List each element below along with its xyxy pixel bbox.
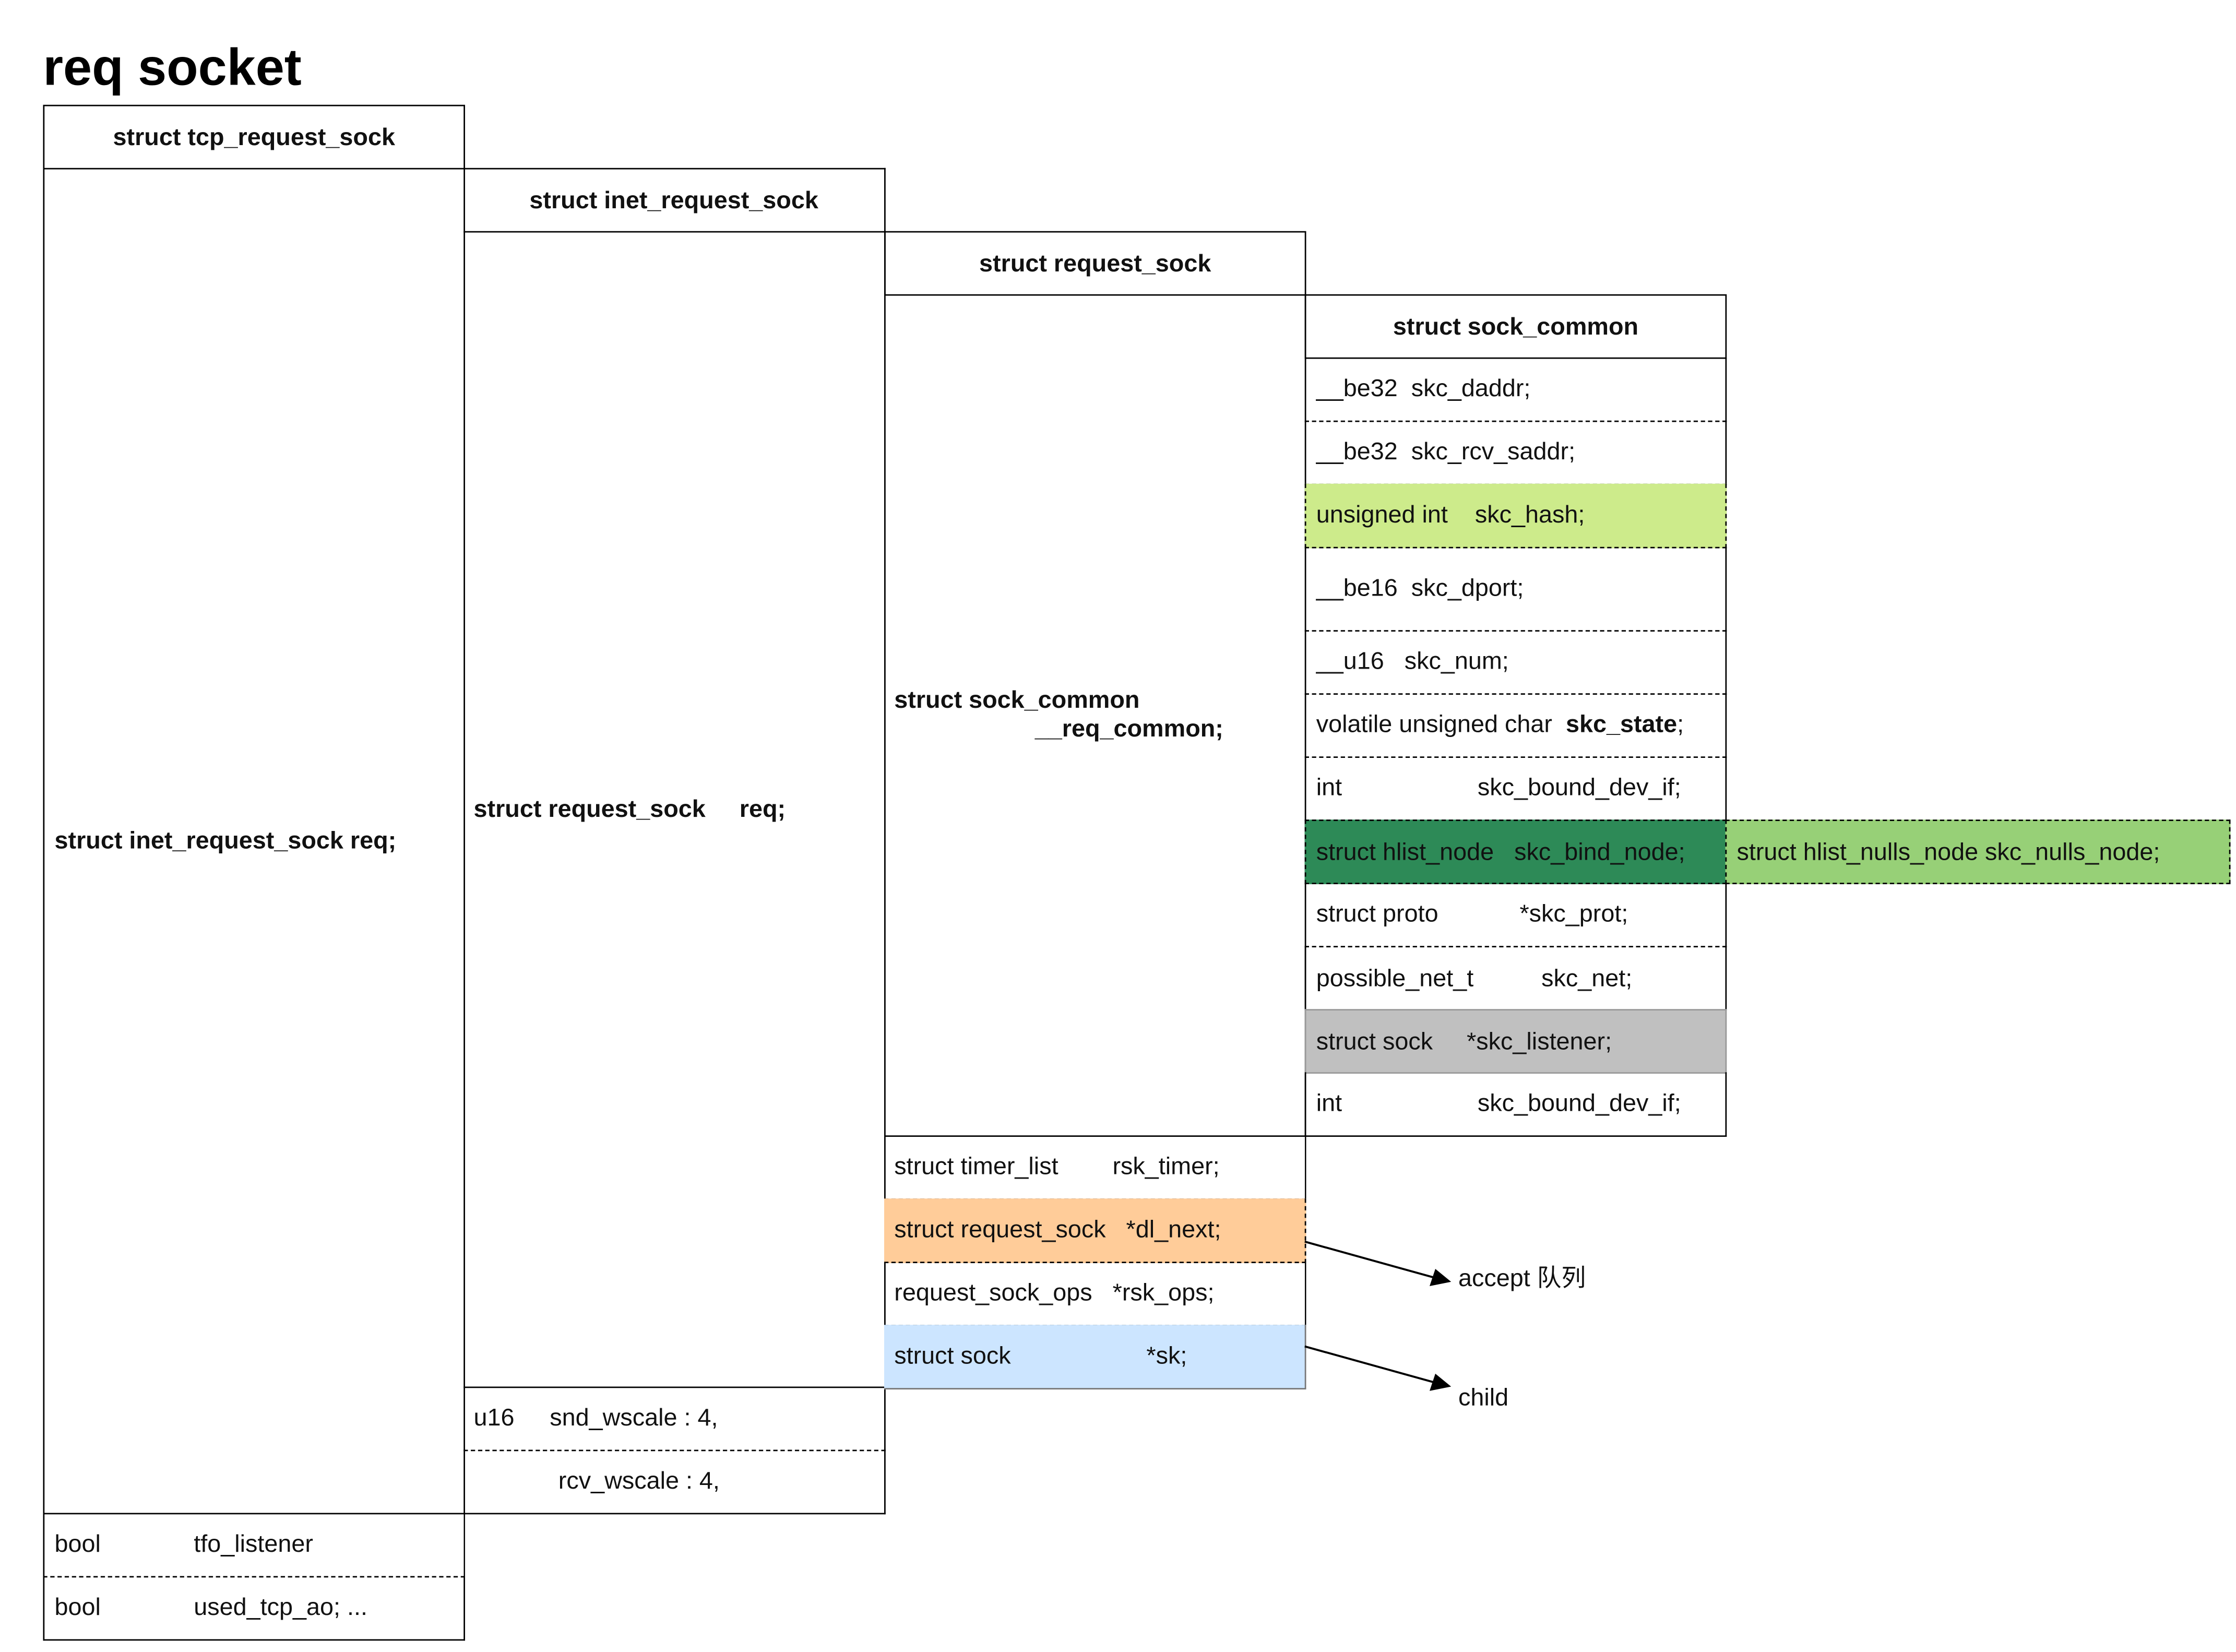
req-common-type: struct sock_common bbox=[894, 686, 1140, 714]
sock-common-skc-dport-field: __be16 skc_dport; bbox=[1304, 546, 1727, 632]
sock-common-skc-hash-field: unsigned int skc_hash; bbox=[1304, 483, 1727, 549]
request-sock-sk-field: struct sock *sk; bbox=[884, 1325, 1306, 1389]
accept-queue-label: accept 队列 bbox=[1458, 1264, 1586, 1292]
inet-request-sock-title: struct inet_request_sock bbox=[463, 168, 886, 233]
inet-request-sock-rcv-wscale-field: rcv_wscale : 4, bbox=[463, 1449, 886, 1515]
tcp-request-sock-tfo-listener-field: bool tfo_listener bbox=[43, 1513, 465, 1578]
sock-common-skc-rcv-saddr-field: __be32 skc_rcv_saddr; bbox=[1304, 420, 1727, 485]
inet-request-sock-req-field: struct request_sock req; bbox=[463, 231, 886, 1388]
child-label: child bbox=[1458, 1384, 1509, 1411]
snd-wscale-type: u16 bbox=[473, 1404, 515, 1431]
tcp-request-sock-used-tcp-ao-field: bool used_tcp_ao; ... bbox=[43, 1576, 465, 1641]
sock-common-skc-listener-field: struct sock *skc_listener; bbox=[1304, 1009, 1727, 1074]
request-sock-rsk-ops-field: request_sock_ops *rsk_ops; bbox=[884, 1262, 1306, 1326]
snd-wscale-name: snd_wscale : 4, bbox=[550, 1404, 718, 1431]
sock-common-skc-nulls-node-field: struct hlist_nulls_node skc_nulls_node; bbox=[1725, 819, 2231, 884]
tcp-request-sock-req-field: struct inet_request_sock req; bbox=[43, 168, 465, 1515]
sock-common-skc-state-field: volatile unsigned char skc_state; bbox=[1304, 693, 1727, 758]
sock-common-skc-num-field: __u16 skc_num; bbox=[1304, 630, 1727, 695]
used-tcp-ao-type: bool bbox=[54, 1593, 101, 1621]
page-title: req socket bbox=[43, 37, 302, 97]
req-common-name: __req_common; bbox=[1034, 715, 1223, 742]
tcp-request-sock-title: struct tcp_request_sock bbox=[43, 104, 465, 170]
sock-common-skc-bound-dev-if-2-field: int skc_bound_dev_if; bbox=[1304, 1072, 1727, 1137]
child-arrowhead bbox=[1430, 1373, 1452, 1391]
tfo-listener-type: bool bbox=[54, 1530, 101, 1558]
sock-common-skc-prot-field: struct proto *skc_prot; bbox=[1304, 883, 1727, 947]
sock-common-skc-daddr-field: __be32 skc_daddr; bbox=[1304, 357, 1727, 422]
skc-state-semicolon: ; bbox=[1677, 710, 1684, 738]
accept-queue-arrow-line bbox=[1304, 1240, 1434, 1279]
skc-state-type: volatile unsigned char bbox=[1316, 710, 1566, 738]
request-sock-rsk-timer-field: struct timer_list rsk_timer; bbox=[884, 1135, 1306, 1200]
request-sock-dl-next-field: struct request_sock *dl_next; bbox=[884, 1198, 1306, 1263]
skc-state-name: skc_state bbox=[1565, 710, 1678, 738]
sock-common-skc-bind-node-field: struct hlist_node skc_bind_node; bbox=[1304, 819, 1727, 884]
used-tcp-ao-name: used_tcp_ao; ... bbox=[194, 1593, 367, 1621]
inet-request-sock-snd-wscale-field: u16 snd_wscale : 4, bbox=[463, 1386, 886, 1452]
request-sock-title: struct request_sock bbox=[884, 231, 1306, 296]
sock-common-skc-net-field: possible_net_t skc_net; bbox=[1304, 946, 1727, 1011]
sock-common-title: struct sock_common bbox=[1304, 294, 1727, 359]
child-arrow-line bbox=[1304, 1345, 1434, 1384]
tfo-listener-name: tfo_listener bbox=[194, 1530, 313, 1558]
accept-queue-arrowhead bbox=[1430, 1269, 1452, 1286]
